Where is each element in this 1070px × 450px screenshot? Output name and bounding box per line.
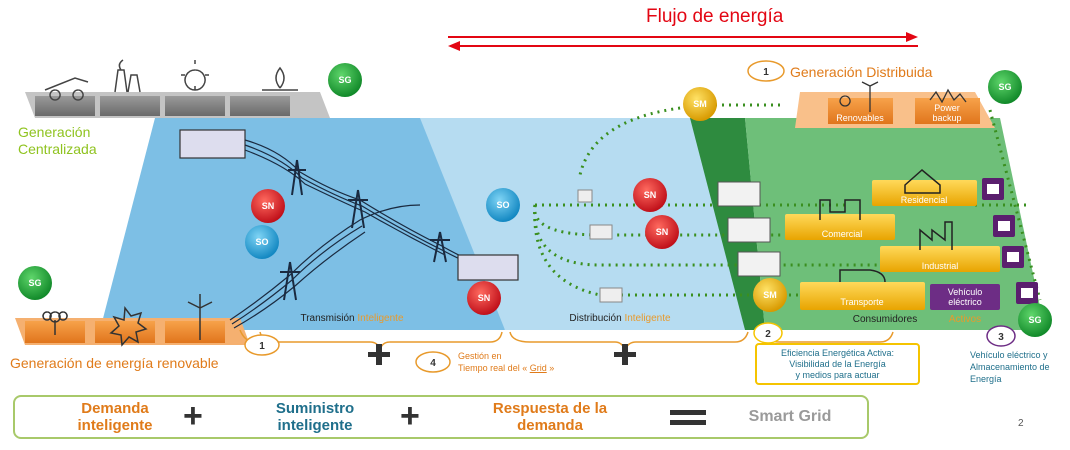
- num-gestion: 4: [430, 358, 436, 369]
- sm-node-2: SM: [763, 290, 777, 300]
- numbered-circles: [244, 60, 1016, 373]
- transmission-lines: [179, 129, 519, 329]
- smart-grid-result: Smart Grid: [748, 408, 832, 425]
- num-vehiculo: 3: [998, 332, 1004, 343]
- eficiencia-box: Eficiencia Energética Activa: Visibilida…: [755, 343, 920, 385]
- flame-icon: [262, 66, 298, 91]
- commercial-icon: [819, 199, 861, 220]
- flower-icon: [42, 311, 68, 335]
- svg-text:Transmisión Intelige: Transmisión Inteligente: [300, 313, 403, 324]
- vehiculo-line3: Energía: [970, 374, 1002, 384]
- renewables-icon: [839, 81, 879, 112]
- power-backup-icon: [929, 88, 967, 104]
- label-activos: Activos: [949, 314, 981, 325]
- sn-node-2: SN: [478, 293, 491, 303]
- sg-node-1: SG: [338, 75, 351, 85]
- transmision-accent: Inteligente: [357, 313, 404, 324]
- num-gen-ren: 1: [259, 341, 265, 352]
- plus-sign-2: +: [400, 397, 420, 435]
- industrial-icon: [919, 221, 953, 250]
- middle-plus-signs: [368, 344, 636, 365]
- label-vehiculo-1: Vehículo: [948, 287, 983, 297]
- energy-flow-arrows: [448, 32, 918, 51]
- so-node-1: SO: [255, 237, 268, 247]
- eficiencia-line2: Visibilidad de la Energía: [789, 359, 886, 369]
- page-title: Flujo de energía: [646, 6, 784, 27]
- node-circles: [18, 63, 1052, 337]
- generacion-renovable-label: Generación de energía renovable: [10, 355, 219, 371]
- gear-icon: [181, 60, 209, 91]
- tower-4: [280, 261, 300, 301]
- eficiencia-line3: y medios para actuar: [795, 370, 880, 380]
- vehiculo-line1: Vehículo eléctrico y: [970, 350, 1048, 360]
- gestion-line2-suffix: »: [546, 363, 555, 373]
- num-gen-dist: 1: [763, 67, 769, 78]
- sm-node-1: SM: [693, 99, 707, 109]
- equals-sign-lower: [670, 420, 706, 425]
- label-power-1: Power: [934, 103, 960, 113]
- distribucion-label: Distribución: [569, 313, 621, 324]
- distribution-boxes: [577, 189, 623, 303]
- sun-icon: [109, 305, 148, 347]
- wind-turbine-icon: [187, 294, 213, 340]
- label-renovables: Renovables: [836, 113, 884, 123]
- gestion-line2-prefix: Tiempo real del «: [458, 363, 530, 373]
- cannon-icon: [44, 77, 89, 101]
- consumer-bars: [785, 180, 1000, 310]
- label-transporte: Transporte: [840, 297, 883, 307]
- distributed-generation-platform: [795, 81, 995, 128]
- centralized-generation-platform: [25, 59, 330, 118]
- plus-sign-1: +: [183, 397, 203, 435]
- sn-node-3: SN: [644, 190, 657, 200]
- gestion-line1: Gestión en: [458, 351, 502, 361]
- num-eficiencia: 2: [765, 329, 771, 340]
- substation-top: [179, 129, 246, 159]
- label-comercial: Comercial: [822, 229, 863, 239]
- tower-3: [430, 231, 450, 263]
- sn-node-4: SN: [656, 227, 669, 237]
- house-icon: [904, 169, 941, 194]
- label-vehiculo-2: eléctrico: [948, 297, 982, 307]
- transmission-area: [100, 118, 505, 330]
- tower-2: [348, 189, 368, 229]
- sn-node-1: SN: [262, 201, 275, 211]
- gestion-label: Gestión en Tiempo real del « Grid »: [458, 350, 588, 374]
- renewable-generation-platform: [15, 294, 250, 347]
- distribucion-accent: Inteligente: [624, 313, 671, 324]
- train-icon: [839, 269, 886, 283]
- sg-node-3: SG: [28, 278, 41, 288]
- page-number: 2: [1018, 418, 1024, 429]
- sg-node-4: SG: [1028, 315, 1041, 325]
- label-industrial: Industrial: [922, 261, 959, 271]
- factory-icon: [114, 59, 141, 93]
- equals-sign: [670, 410, 706, 415]
- grid-link[interactable]: Grid: [529, 363, 547, 373]
- label-residencial: Residencial: [901, 195, 948, 205]
- vehiculo-line2: Almacenamiento de: [970, 362, 1050, 372]
- vehiculo-almacenamiento-label: Vehículo eléctrico y Almacenamiento de E…: [970, 349, 1070, 385]
- generacion-centralizada-label: Generación Centralizada: [18, 124, 97, 157]
- consumer-displays: [717, 181, 781, 277]
- generacion-distribuida-label: Generación Distribuida: [790, 64, 933, 80]
- sg-node-2: SG: [998, 82, 1011, 92]
- tower-1: [288, 159, 306, 196]
- label-power-2: backup: [932, 113, 961, 123]
- substation-mid: [457, 254, 519, 281]
- so-node-2: SO: [496, 200, 509, 210]
- eficiencia-line1: Eficiencia Energética Activa:: [780, 348, 895, 358]
- transmision-label: Transmisión: [300, 313, 354, 324]
- consumidores-label: Consumidores: [853, 314, 917, 325]
- svg-text:Distribución Intelig: Distribución Inteligente: [569, 313, 671, 324]
